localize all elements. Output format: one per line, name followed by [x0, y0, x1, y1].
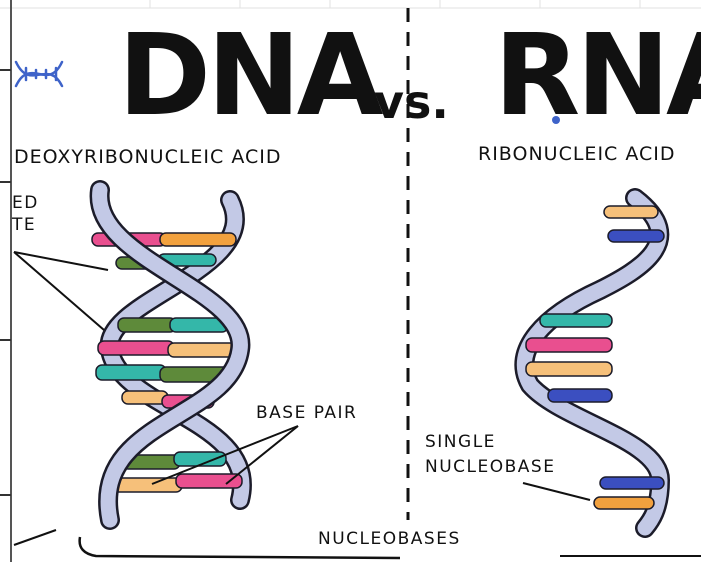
single-label-line1: SINGLE	[425, 432, 496, 452]
dna-helix-icon	[16, 62, 62, 86]
rna-base-8	[594, 497, 654, 509]
single-label-line2: NUCLEOBASE	[425, 457, 555, 477]
single-pointer-line	[523, 483, 590, 500]
rna-base-5	[526, 362, 612, 376]
partial-label-line2: TE	[11, 215, 36, 235]
left-ruler	[0, 0, 11, 562]
dna-full-name: DEOXYRIBONUCLEIC ACID	[14, 146, 282, 168]
partial-label-line1: ED	[12, 193, 39, 213]
title-rna: RNA	[494, 11, 701, 141]
bottom-left-pointer	[14, 530, 56, 545]
dna-pair-3	[118, 318, 228, 332]
rna-base-2	[608, 230, 664, 242]
dna-pointer-lines	[14, 252, 108, 330]
base-pair-label: BASE PAIR	[256, 403, 357, 423]
blue-dot	[552, 116, 560, 124]
rna-base-4	[526, 338, 612, 352]
rna-full-name: RIBONUCLEIC ACID	[478, 143, 676, 165]
title-dna: DNA	[118, 11, 384, 141]
rna-base-7	[600, 477, 664, 489]
title-vs: vs.	[374, 75, 449, 129]
dna-pair-4	[98, 341, 244, 357]
rna-base-6	[548, 389, 612, 402]
nucleobases-label: NUCLEOBASES	[318, 529, 461, 549]
top-grid	[0, 0, 701, 8]
rna-base-3	[540, 314, 612, 327]
rna-base-1	[604, 206, 658, 218]
